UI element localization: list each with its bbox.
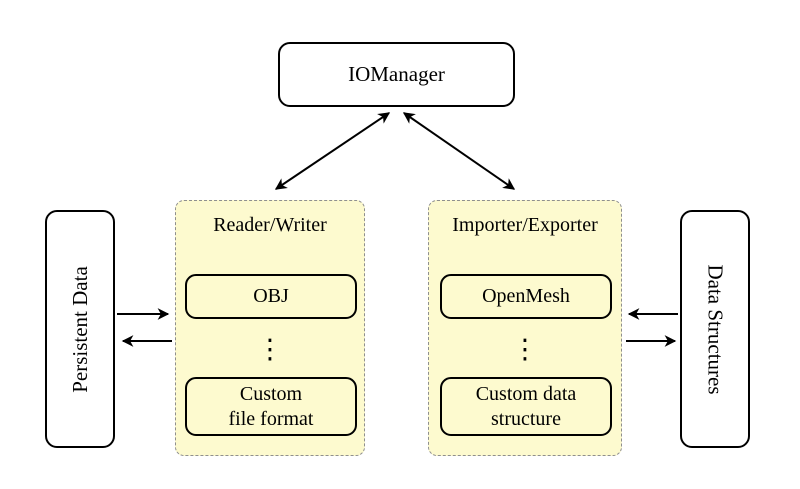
arrow-iomanager-readerwriter bbox=[274, 112, 391, 190]
custom-file-format-line2: file format bbox=[228, 407, 314, 430]
data-structures-label: Data Structures bbox=[703, 263, 728, 395]
vertical-ellipsis-icon: ⋮ bbox=[256, 333, 284, 365]
vertical-ellipsis-icon: ⋮ bbox=[511, 333, 539, 365]
node-persistent-data: Persistent Data bbox=[45, 210, 115, 448]
openmesh-label: OpenMesh bbox=[482, 285, 570, 307]
panel-importer-exporter-title: Importer/Exporter bbox=[452, 214, 598, 236]
custom-data-structure-line1: Custom data bbox=[475, 382, 577, 405]
iomanager-label: IOManager bbox=[348, 62, 445, 86]
panel-reader-writer: Reader/Writer OBJ ⋮ Custom file format bbox=[175, 200, 365, 456]
obj-label: OBJ bbox=[253, 285, 289, 307]
node-obj: OBJ bbox=[185, 274, 357, 319]
panel-reader-writer-title: Reader/Writer bbox=[213, 214, 327, 236]
node-custom-data-structure: Custom data structure bbox=[440, 377, 612, 436]
panel-importer-exporter: Importer/Exporter OpenMesh ⋮ Custom data… bbox=[428, 200, 622, 456]
node-iomanager: IOManager bbox=[278, 42, 515, 107]
arrow-iomanager-importerexporter bbox=[402, 112, 516, 190]
node-custom-file-format: Custom file format bbox=[185, 377, 357, 436]
node-data-structures: Data Structures bbox=[680, 210, 750, 448]
custom-data-structure-line2: structure bbox=[491, 407, 561, 430]
persistent-data-label: Persistent Data bbox=[67, 265, 92, 393]
custom-file-format-line1: Custom bbox=[239, 382, 303, 405]
node-openmesh: OpenMesh bbox=[440, 274, 612, 319]
